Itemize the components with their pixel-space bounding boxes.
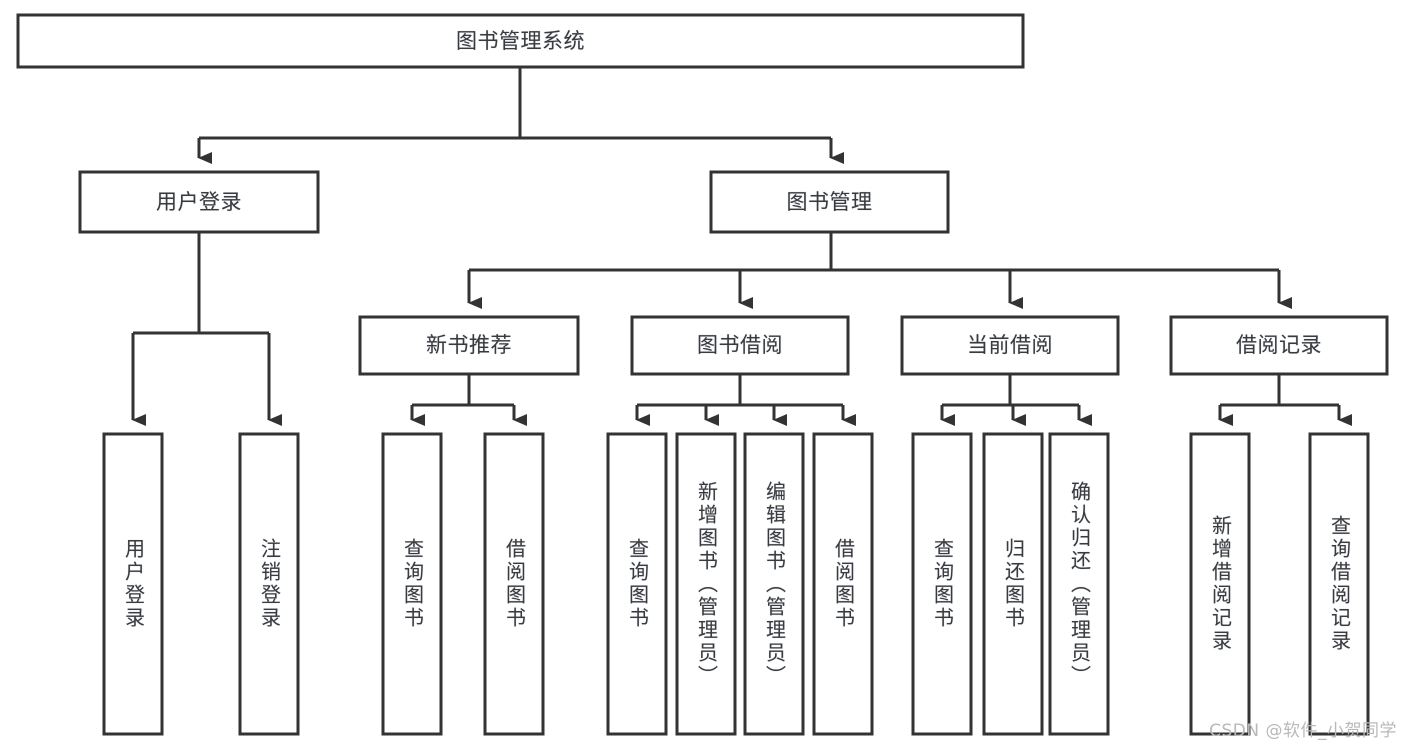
node-level3-0[interactable] — [358, 315, 580, 376]
node-leaf-5[interactable] — [675, 432, 737, 736]
node-leaf-2[interactable] — [381, 432, 443, 736]
connector-lines-group — [131, 67, 1352, 426]
node-leaf-11[interactable] — [1189, 432, 1251, 736]
node-level2-0[interactable] — [78, 170, 320, 234]
node-leaf-10[interactable] — [1048, 432, 1110, 736]
node-leaf-1[interactable] — [238, 432, 300, 736]
node-leaf-7[interactable] — [812, 432, 874, 736]
node-leaf-0[interactable] — [102, 432, 164, 736]
node-level3-2[interactable] — [900, 315, 1120, 376]
node-boxes-group — [16, 13, 1389, 736]
node-level3-3[interactable] — [1169, 315, 1389, 376]
node-leaf-3[interactable] — [483, 432, 545, 736]
node-leaf-12[interactable] — [1308, 432, 1370, 736]
node-leaf-4[interactable] — [606, 432, 668, 736]
node-leaf-6[interactable] — [743, 432, 805, 736]
node-root-0[interactable] — [16, 13, 1025, 69]
node-leaf-9[interactable] — [982, 432, 1044, 736]
csdn-watermark: CSDN @软件_小贺同学 — [1209, 721, 1397, 741]
node-level3-1[interactable] — [630, 315, 850, 376]
node-leaf-8[interactable] — [911, 432, 973, 736]
node-level2-1[interactable] — [709, 170, 950, 234]
